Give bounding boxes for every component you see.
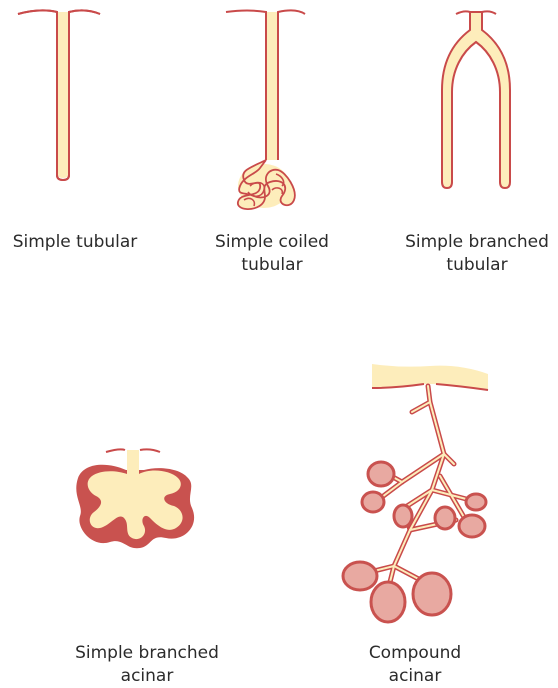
- label-line: tubular: [197, 254, 347, 277]
- acinus: [343, 562, 377, 590]
- simple-branched-acinar-gland: [76, 449, 194, 548]
- simple-coiled-tubular-gland: [226, 10, 305, 209]
- label-line: Simple coiled: [197, 231, 347, 254]
- label-simple-coiled-tubular: Simple coiled tubular: [197, 231, 347, 277]
- label-line: Compound: [335, 642, 495, 665]
- simple-branched-tubular-gland: [442, 11, 510, 188]
- compound-acinar-gland: [343, 364, 488, 622]
- coiled-tubular-outline: [226, 10, 305, 160]
- acinus: [435, 507, 455, 529]
- coiled-tubular-coil: [238, 160, 295, 209]
- simple-tubular-gland: [18, 10, 100, 180]
- acinus: [371, 582, 405, 622]
- acinus: [466, 494, 486, 510]
- acinus: [413, 573, 451, 615]
- label-line: acinar: [335, 665, 495, 688]
- acinus: [459, 515, 485, 537]
- acinus: [362, 492, 384, 512]
- label-simple-branched-acinar: Simple branched acinar: [62, 642, 232, 688]
- label-compound-acinar: Compound acinar: [335, 642, 495, 688]
- compound-acinar-ducts: [370, 386, 470, 598]
- branched-tubular-lumen: [442, 12, 510, 188]
- compound-acinar-acini: [343, 462, 486, 622]
- label-line: Simple tubular: [0, 231, 150, 254]
- label-line: acinar: [62, 665, 232, 688]
- label-line: Simple branched: [62, 642, 232, 665]
- label-simple-branched-tubular: Simple branched tubular: [396, 231, 558, 277]
- simple-tubular-lumen: [58, 12, 68, 178]
- label-line: tubular: [396, 254, 558, 277]
- acinus: [394, 505, 412, 527]
- label-simple-tubular: Simple tubular: [0, 231, 150, 254]
- acinus: [368, 462, 394, 486]
- coiled-tubular-lumen: [266, 12, 278, 160]
- label-line: Simple branched: [396, 231, 558, 254]
